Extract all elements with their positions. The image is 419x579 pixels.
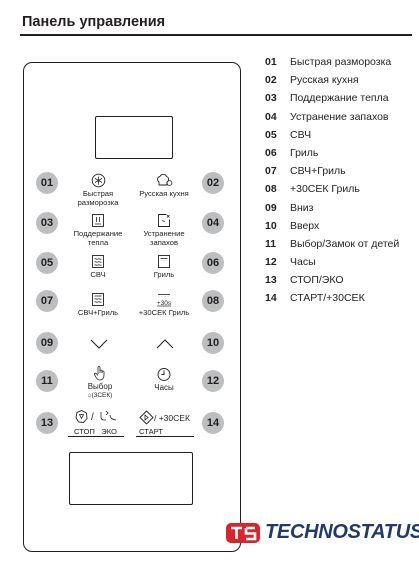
badge-05: 05 xyxy=(36,252,58,274)
hand-icon xyxy=(68,365,132,381)
badge-01: 01 xyxy=(36,172,58,194)
badge-13: 13 xyxy=(36,412,58,434)
lock-icon: ⌂ xyxy=(87,391,92,399)
technostatus-logo-mark xyxy=(226,523,260,543)
quick-defrost-button[interactable]: Быстрая разморозка xyxy=(66,173,130,207)
snowflake-icon xyxy=(66,173,130,188)
deodorize-button[interactable]: Устранение запахов xyxy=(132,213,196,247)
eco-label: ЭКО xyxy=(101,427,117,436)
keep-warm-label: Поддержание тепла xyxy=(73,229,123,247)
stop-eco-icon: / xyxy=(75,410,117,423)
down-arrow-icon[interactable] xyxy=(89,338,109,350)
start-top-row: / +30СЕК xyxy=(139,409,190,425)
badge-11: 11 xyxy=(36,370,58,392)
badge-12: 12 xyxy=(202,370,224,392)
stop-eco-button[interactable]: / СТОП ЭКО xyxy=(74,409,120,436)
page-title: Панель управления xyxy=(22,14,166,30)
stop-eco-underline xyxy=(68,436,124,438)
title-rule xyxy=(20,34,412,36)
plus30-label: / +30СЕК xyxy=(154,412,190,423)
quick-defrost-label: Быстрая разморозка xyxy=(77,189,119,207)
stop-eco-label: СТОП ЭКО xyxy=(74,427,120,436)
bottom-display xyxy=(69,452,193,505)
start-label: СТАРТ xyxy=(139,427,164,436)
badge-03: 03 xyxy=(36,212,58,234)
clock-icon xyxy=(132,367,196,382)
badge-06: 06 xyxy=(202,252,224,274)
deodorize-label: Устранение запахов xyxy=(143,229,185,247)
control-panel xyxy=(23,62,241,552)
badge-10: 10 xyxy=(202,332,224,354)
badge-07: 07 xyxy=(36,290,58,312)
microwave-grill-button[interactable]: СВЧ+Гриль xyxy=(66,292,130,318)
select-child-lock-button[interactable]: Выбор ⌂(3СЕК) xyxy=(68,365,132,400)
microwave-grill-icon xyxy=(66,292,130,307)
microwave-label: СВЧ xyxy=(90,270,106,279)
plus30-grill-icon: +30s xyxy=(132,292,196,307)
microwave-grill-label: СВЧ+Гриль xyxy=(77,308,119,317)
technostatus-logo: TECHNOSTATUS xyxy=(226,520,419,546)
start-underline xyxy=(136,436,194,438)
chef-hat-icon xyxy=(132,173,196,188)
lock-seconds: (3СЕК) xyxy=(91,391,113,399)
top-display xyxy=(95,116,173,159)
select-label: Выбор xyxy=(87,382,113,391)
keep-warm-icon xyxy=(66,213,130,228)
badge-08: 08 xyxy=(202,290,224,312)
clock-button[interactable]: Часы xyxy=(132,367,196,393)
legend-item: 08+30СЕК Гриль xyxy=(265,183,360,196)
start-diamond-icon xyxy=(139,410,154,425)
russian-cuisine-button[interactable]: Русская кухня xyxy=(132,173,196,199)
technostatus-logo-text: TECHNOSTATUS xyxy=(265,521,419,543)
svg-text:/: / xyxy=(91,412,94,423)
microwave-waves-icon xyxy=(66,254,130,269)
badge-02: 02 xyxy=(202,172,224,194)
clock-label: Часы xyxy=(154,383,174,392)
start-plus30-button[interactable]: / +30СЕК СТАРТ xyxy=(139,409,190,436)
grill-label: Гриль xyxy=(153,270,175,279)
keep-warm-button[interactable]: Поддержание тепла xyxy=(66,213,130,247)
plus30-grill-button[interactable]: +30s +30СЕК Гриль xyxy=(132,292,196,318)
deodorize-icon xyxy=(132,213,196,228)
badge-09: 09 xyxy=(36,332,58,354)
grill-icon xyxy=(132,254,196,269)
stop-label: СТОП xyxy=(74,427,95,436)
plus30-glyph: +30s xyxy=(157,300,172,307)
badge-14: 14 xyxy=(202,412,224,434)
russian-cuisine-label: Русская кухня xyxy=(139,189,189,198)
plus30-grill-label: +30СЕК Гриль xyxy=(138,308,190,317)
microwave-button[interactable]: СВЧ xyxy=(66,254,130,280)
badge-04: 04 xyxy=(202,212,224,234)
grill-button[interactable]: Гриль xyxy=(132,254,196,280)
lock-label: ⌂(3СЕК) xyxy=(68,392,132,401)
up-arrow-icon[interactable] xyxy=(155,338,175,350)
